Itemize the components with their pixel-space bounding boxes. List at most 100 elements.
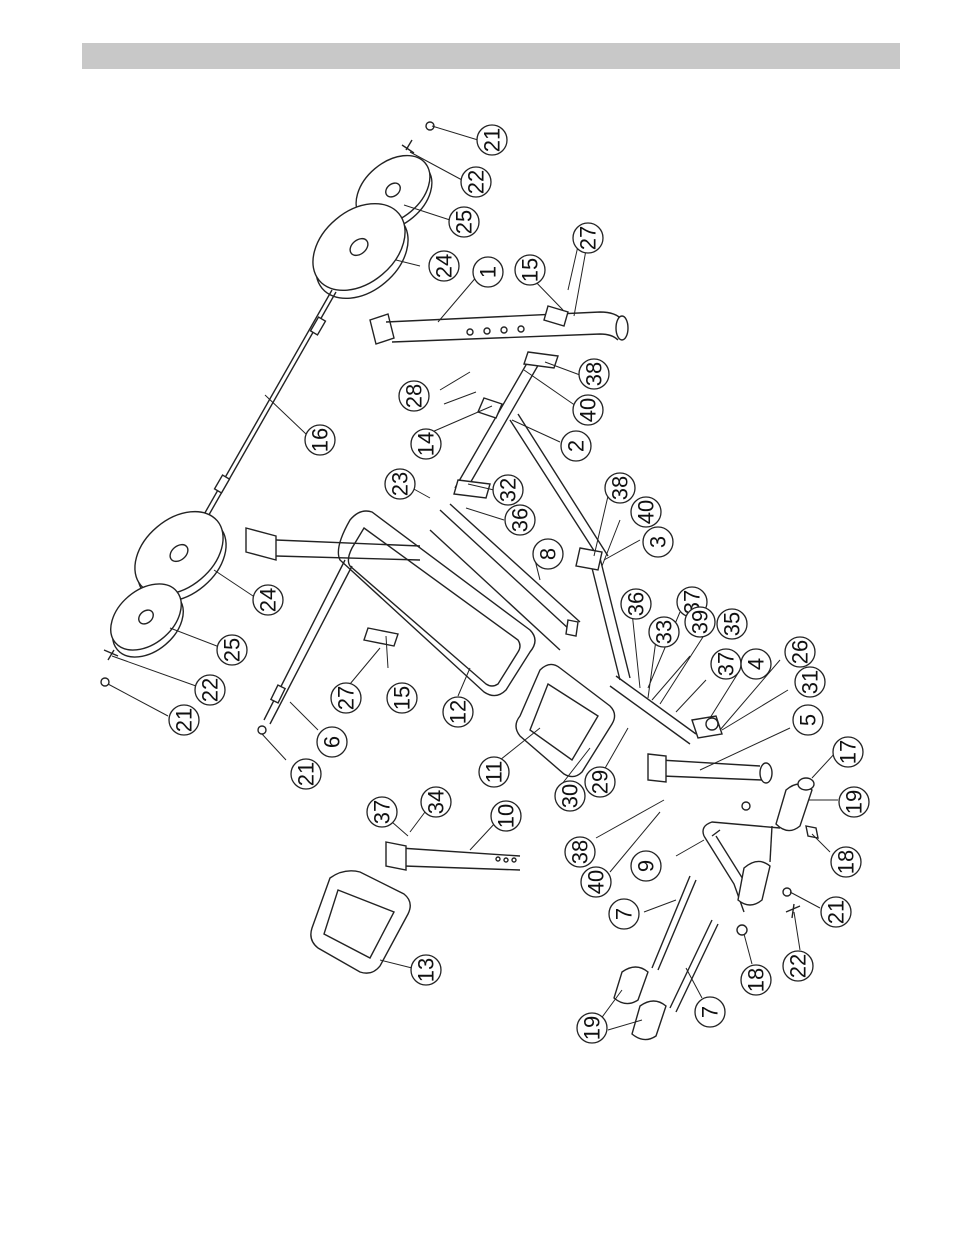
callout-number: 38 (568, 840, 593, 864)
callout-9: 9 (631, 851, 661, 881)
callout-number: 6 (320, 736, 345, 748)
callout-22: 22 (783, 951, 813, 981)
callout-number: 37 (370, 800, 395, 824)
callout-number: 21 (824, 900, 849, 924)
callout-17: 17 (833, 737, 863, 767)
callout-19: 19 (577, 1013, 607, 1043)
callout-24: 24 (253, 585, 283, 615)
callout-number: 22 (464, 170, 489, 194)
callout-21: 21 (291, 759, 321, 789)
callout-number: 18 (834, 850, 859, 874)
callout-number: 40 (584, 870, 609, 894)
callout-number: 21 (480, 128, 505, 152)
leader-lines (108, 126, 838, 1030)
callout-27: 27 (573, 223, 603, 253)
callout-number: 19 (580, 1016, 605, 1040)
callout-12: 12 (443, 697, 473, 727)
callout-number: 23 (388, 472, 413, 496)
callout-number: 7 (612, 908, 637, 920)
callout-40: 40 (631, 497, 661, 527)
callout-number: 39 (688, 610, 713, 634)
callout-19: 19 (839, 787, 869, 817)
callout-number: 40 (576, 398, 601, 422)
callout-37: 37 (367, 797, 397, 827)
callout-35: 35 (717, 609, 747, 639)
callout-32: 32 (493, 475, 523, 505)
roller-tubes (652, 876, 718, 1012)
callout-31: 31 (795, 667, 825, 697)
callout-21: 21 (169, 705, 199, 735)
callout-11: 11 (479, 757, 509, 787)
callout-number: 32 (496, 478, 521, 502)
callout-number: 38 (582, 362, 607, 386)
front-upright (610, 676, 772, 783)
callout-36: 36 (621, 589, 651, 619)
callout-21: 21 (477, 125, 507, 155)
callout-23: 23 (385, 469, 415, 499)
callout-number: 18 (744, 968, 769, 992)
callout-26: 26 (785, 637, 815, 667)
callout-number: 22 (198, 678, 223, 702)
callout-number: 19 (842, 790, 867, 814)
callout-22: 22 (461, 167, 491, 197)
callout-number: 4 (744, 658, 769, 670)
callout-22: 22 (195, 675, 225, 705)
callout-10: 10 (491, 801, 521, 831)
callout-number: 13 (414, 958, 439, 982)
callout-number: 37 (714, 652, 739, 676)
callout-number: 26 (788, 640, 813, 664)
callout-13: 13 (411, 955, 441, 985)
callout-39: 39 (685, 607, 715, 637)
seat-pad (516, 664, 615, 776)
callout-34: 34 (421, 787, 451, 817)
callout-30: 30 (555, 781, 585, 811)
callout-3: 3 (643, 527, 673, 557)
preacher-pad-assembly (311, 842, 520, 973)
callout-number: 8 (536, 548, 561, 560)
callout-25: 25 (217, 635, 247, 665)
callout-38: 38 (565, 837, 595, 867)
callout-16: 16 (305, 425, 335, 455)
callout-number: 30 (558, 784, 583, 808)
callout-number: 16 (308, 428, 333, 452)
callout-4: 4 (741, 649, 771, 679)
callout-number: 27 (576, 226, 601, 250)
callout-number: 36 (624, 592, 649, 616)
callout-21: 21 (821, 897, 851, 927)
callout-24: 24 (429, 251, 459, 281)
callout-number: 15 (390, 686, 415, 710)
callout-number: 36 (508, 508, 533, 532)
rear-upright-frame (370, 306, 628, 344)
callout-number: 27 (334, 686, 359, 710)
callout-40: 40 (573, 395, 603, 425)
callout-18: 18 (831, 847, 861, 877)
barbell-bar (198, 290, 336, 527)
callout-2: 2 (561, 431, 591, 461)
callout-number: 17 (836, 740, 861, 764)
callout-7: 7 (695, 997, 725, 1027)
callout-29: 29 (585, 767, 615, 797)
callout-37: 37 (711, 649, 741, 679)
callout-number: 3 (646, 536, 671, 548)
callout-number: 22 (786, 954, 811, 978)
callout-38: 38 (579, 359, 609, 389)
callout-25: 25 (449, 207, 479, 237)
callout-number: 25 (220, 638, 245, 662)
callout-33: 33 (649, 617, 679, 647)
callout-number: 40 (634, 500, 659, 524)
callout-number: 2 (564, 440, 589, 452)
callout-number: 35 (720, 612, 745, 636)
callout-number: 21 (172, 708, 197, 732)
callout-15: 15 (387, 683, 417, 713)
callout-number: 10 (494, 804, 519, 828)
callout-27: 27 (331, 683, 361, 713)
callout-number: 15 (518, 258, 543, 282)
callout-number: 12 (446, 700, 471, 724)
callout-number: 29 (588, 770, 613, 794)
callout-38: 38 (605, 473, 635, 503)
callout-number: 33 (652, 620, 677, 644)
callout-number: 28 (402, 384, 427, 408)
callout-number: 9 (634, 860, 659, 872)
